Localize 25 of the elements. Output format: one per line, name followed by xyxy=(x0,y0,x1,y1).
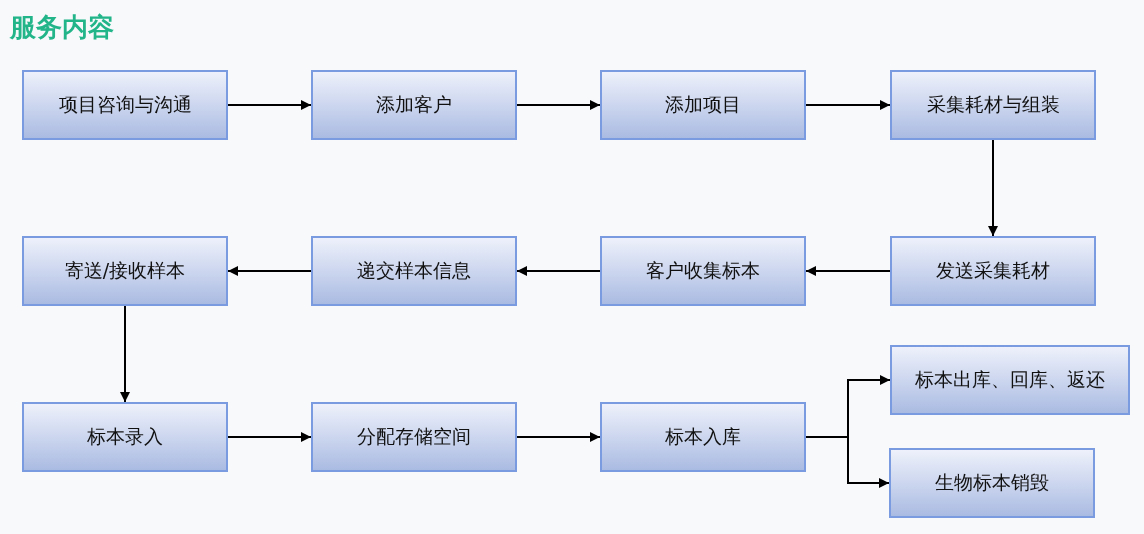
arrow xyxy=(805,436,890,488)
process-box: 生物标本销毁 xyxy=(889,448,1095,518)
arrow xyxy=(805,266,891,276)
process-box: 客户收集标本 xyxy=(600,236,806,306)
title: 服务内容 xyxy=(10,11,114,44)
arrow xyxy=(516,432,601,442)
process-box: 寄送/接收样本 xyxy=(22,236,228,306)
arrow xyxy=(227,432,312,442)
arrow xyxy=(988,139,998,237)
arrow xyxy=(120,305,130,403)
process-box: 项目咨询与沟通 xyxy=(22,70,228,140)
arrow xyxy=(227,100,312,110)
process-box: 分配存储空间 xyxy=(311,402,517,472)
process-box: 发送采集耗材 xyxy=(890,236,1096,306)
process-box: 标本出库、回库、返还 xyxy=(890,345,1130,415)
process-box: 标本入库 xyxy=(600,402,806,472)
arrow xyxy=(516,266,601,276)
process-box: 标本录入 xyxy=(22,402,228,472)
arrow xyxy=(805,100,891,110)
process-box: 递交样本信息 xyxy=(311,236,517,306)
arrow xyxy=(516,100,601,110)
arrow xyxy=(227,266,312,276)
process-box: 采集耗材与组装 xyxy=(890,70,1096,140)
process-box: 添加客户 xyxy=(311,70,517,140)
process-box: 添加项目 xyxy=(600,70,806,140)
